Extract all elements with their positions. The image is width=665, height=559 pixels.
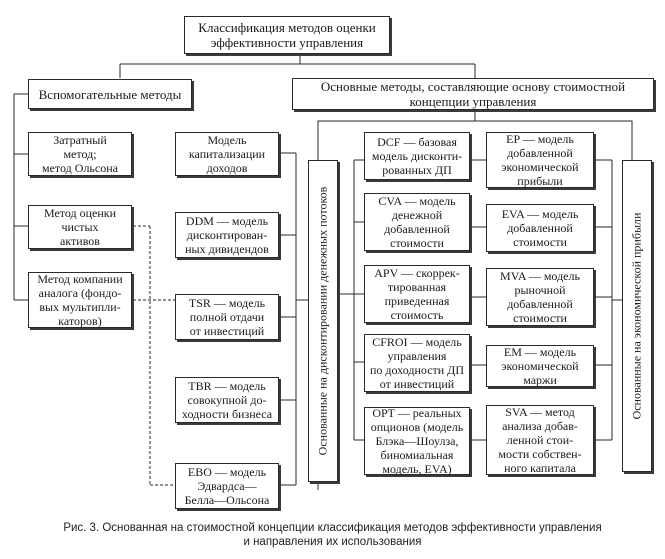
method-eva: EVA — модель добавленной стоимости	[486, 204, 594, 252]
method-sva: SVA — метод анализа добав- ленной стои- …	[486, 405, 594, 475]
method-ep: EP — модель добавленной экономической пр…	[486, 132, 594, 188]
auxiliary-method-analog: Метод компании аналога (фондо- вых мульт…	[28, 272, 132, 328]
model-ebo: EBO — модель Эдвардса— Белла—Ольсона	[175, 463, 279, 509]
cash-flow-label-text: Основанные на дисконтировании денежных п…	[315, 186, 330, 456]
method-dcf: DCF — базовая модель дисконти- рованных …	[364, 132, 470, 180]
economic-profit-label: Основанные на экономической прибыли	[622, 160, 652, 472]
economic-profit-label-text: Основанные на экономической прибыли	[629, 212, 644, 420]
method-apv: APV — скоррек- тированная приведенная ст…	[364, 265, 470, 323]
auxiliary-methods-header: Вспомогательные методы	[28, 79, 192, 109]
figure-caption: Рис. 3. Основанная на стоимостной концеп…	[63, 522, 602, 548]
method-cva: CVA — модель денежной добавленной стоимо…	[364, 193, 470, 251]
method-em: EM — модель экономической маржи	[486, 345, 594, 387]
main-methods-header: Основные методы, составляющие основу сто…	[292, 78, 654, 110]
model-tbr: TBR — модель совокупной до- ходности биз…	[175, 377, 279, 423]
auxiliary-method-cost: Затратный метод; метод Ольсона	[28, 132, 132, 176]
model-ddm: DDM — модель дисконтирован- ных дивиденд…	[175, 212, 279, 258]
root-box: Классификация методов оценки эффективнос…	[184, 16, 390, 54]
method-opt: OPT — реальных опционов (модель Блэка—Шо…	[364, 406, 470, 476]
method-cfroi: CFROI — модель управления по доходности …	[364, 334, 470, 392]
auxiliary-method-net-assets: Метод оценки чистых активов	[28, 205, 132, 249]
model-tsr: TSR — модель полной отдачи от инвестиций	[175, 294, 279, 340]
cash-flow-label: Основанные на дисконтировании денежных п…	[308, 160, 338, 482]
method-mva: MVA — модель рыночной добавленной стоимо…	[486, 268, 594, 326]
model-capitalization: Модель капитализации доходов	[175, 132, 279, 176]
